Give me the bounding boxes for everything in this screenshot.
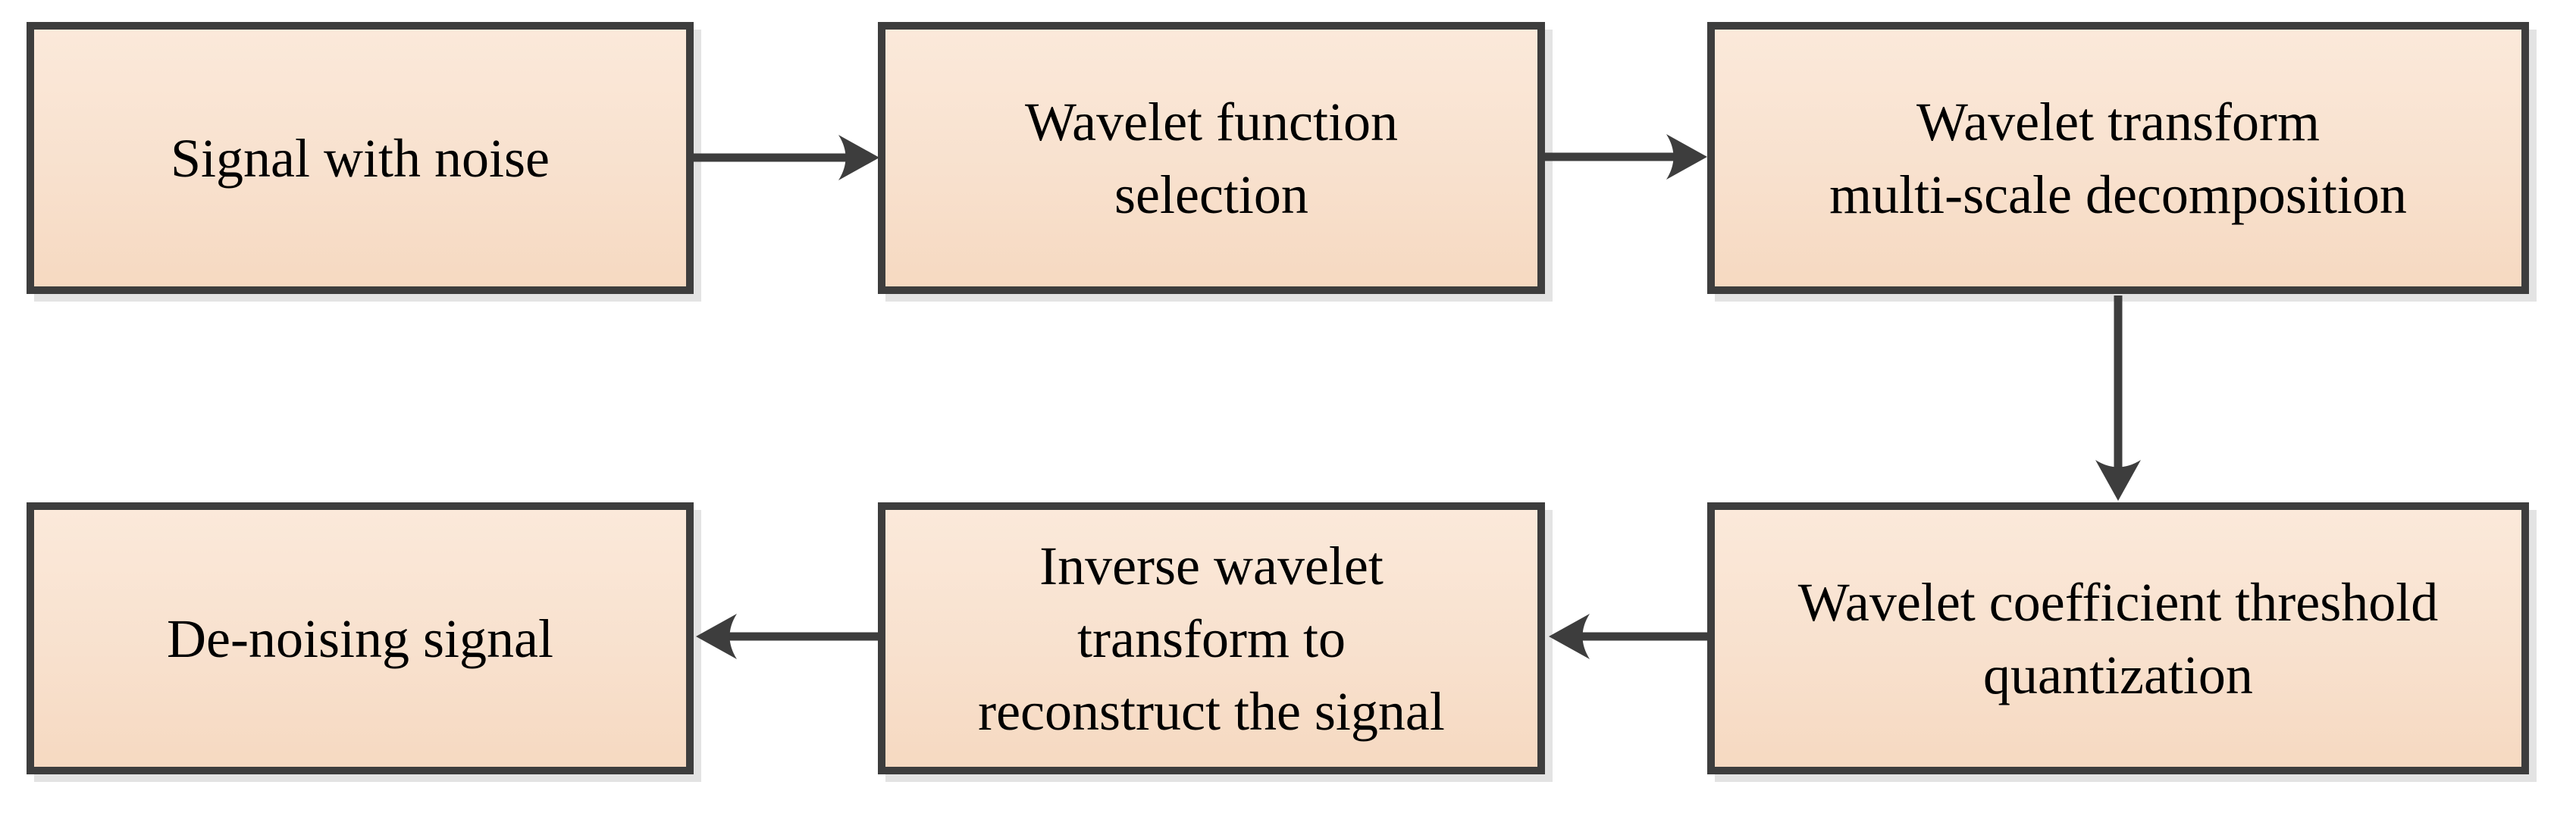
label-line: Wavelet transform — [1916, 91, 2320, 152]
arrow-decomposition-to-threshold-quantization — [2095, 295, 2141, 501]
flow-node-de-noising-signal: De-noising signal — [27, 502, 694, 774]
flow-node-label: Inverse wavelet transform to reconstruct… — [978, 530, 1445, 748]
arrow-inverse-transform-to-denoising-signal — [696, 614, 878, 659]
flow-node-wavelet-function-selection: Wavelet function selection — [878, 22, 1545, 294]
label-line: reconstruct the signal — [978, 680, 1445, 742]
flow-node-wavelet-transform-multiscale-decomposition: Wavelet transform multi-scale decomposit… — [1707, 22, 2529, 294]
arrow-signal-to-function-selection — [694, 135, 879, 180]
flow-node-label: Wavelet coefficient threshold quantizati… — [1798, 566, 2439, 711]
label-line: Signal with noise — [171, 127, 550, 189]
label-line: selection — [1114, 164, 1308, 225]
arrow-function-selection-to-decomposition — [1545, 134, 1707, 180]
label-line: Wavelet function — [1024, 91, 1398, 152]
flow-node-inverse-wavelet-transform: Inverse wavelet transform to reconstruct… — [878, 502, 1545, 774]
label-line: multi-scale decomposition — [1829, 164, 2407, 225]
flow-node-signal-with-noise: Signal with noise — [27, 22, 694, 294]
label-line: De-noising signal — [167, 608, 553, 669]
label-line: Wavelet coefficient threshold — [1797, 571, 2439, 633]
label-line: Inverse wavelet — [1039, 535, 1384, 596]
flow-node-label: Signal with noise — [171, 122, 550, 195]
arrow-threshold-quantization-to-inverse-transform — [1549, 614, 1707, 659]
flow-node-label: De-noising signal — [167, 602, 553, 675]
label-line: quantization — [1983, 644, 2253, 705]
flow-node-wavelet-coefficient-threshold-quantization: Wavelet coefficient threshold quantizati… — [1707, 502, 2529, 774]
label-line: transform to — [1077, 608, 1346, 669]
flow-node-label: Wavelet transform multi-scale decomposit… — [1829, 86, 2407, 231]
flow-node-label: Wavelet function selection — [1025, 86, 1398, 231]
